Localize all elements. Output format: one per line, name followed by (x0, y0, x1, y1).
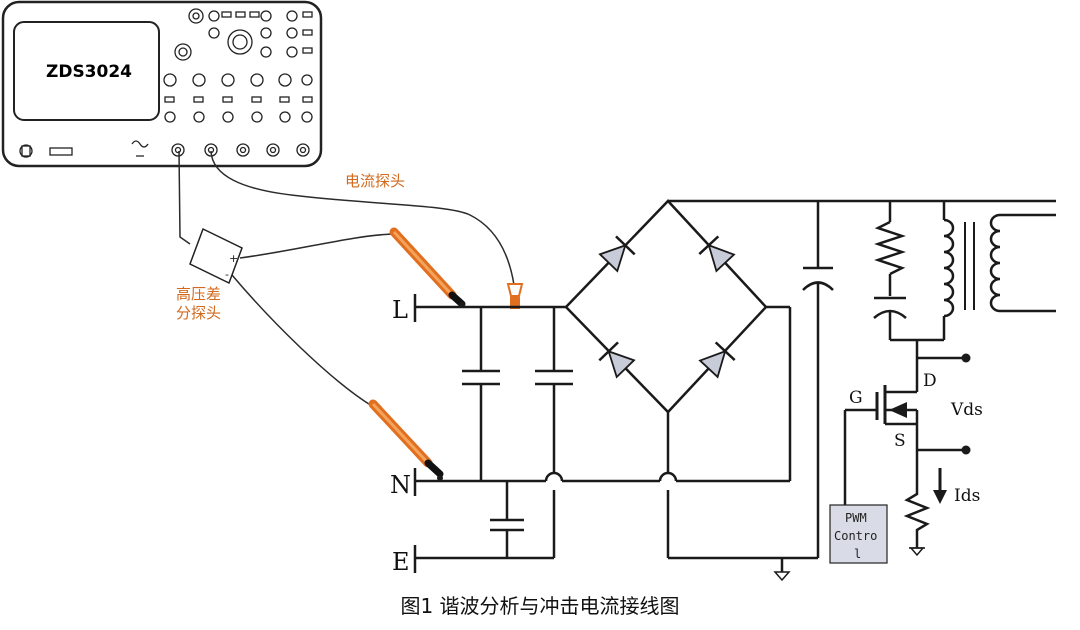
pwm-label-line1: PWM (845, 511, 867, 525)
circuit (413, 199, 1056, 582)
current-probe-label: 电流探头 (345, 172, 405, 190)
oscilloscope-controls (19, 8, 313, 158)
N-node-dot (437, 475, 443, 481)
mosfet-arrow (889, 402, 907, 418)
oscilloscope-screen (13, 21, 160, 121)
probe-pen-N (368, 399, 444, 478)
probe-cables (178, 150, 515, 407)
ids-label: Ids (954, 486, 980, 506)
pwm-label-line3: l (854, 547, 861, 561)
node-N-label: N (390, 471, 411, 499)
node-L-label: L (392, 296, 408, 324)
source-terminal-dot (961, 445, 971, 455)
current-probe-cable (210, 150, 515, 286)
probe-pen-L (389, 227, 466, 308)
source-label: S (894, 431, 906, 451)
svg-text:+: + (229, 252, 238, 265)
diff-probe-label-line2: 分探头 (176, 304, 221, 322)
diff-probe-label-line1: 高压差 (176, 285, 221, 303)
drain-terminal-dot (961, 353, 971, 363)
node-E-label: E (392, 548, 410, 576)
svg-text:-: - (225, 268, 229, 281)
diff-probe-cable (178, 150, 191, 245)
oscilloscope: ZDS3024 (1, 0, 323, 168)
differential-probe-box: + - (189, 227, 243, 285)
diff-probe-lead-plus (239, 233, 393, 259)
diff-probe-lead-minus (231, 274, 373, 407)
vds-label: Vds (950, 400, 983, 420)
ids-arrow (933, 468, 947, 504)
drain-label: D (923, 371, 937, 391)
gate-label: G (849, 388, 863, 408)
pwm-control-box (829, 504, 888, 564)
current-probe-clamp (506, 283, 524, 309)
figure-caption: 图1 谐波分析与冲击电流接线图 (400, 594, 679, 618)
oscilloscope-model-label: ZDS3024 (46, 62, 132, 82)
pwm-label-line2: Contro (834, 529, 877, 543)
L-node-dot (459, 302, 465, 308)
bridge-diodes (598, 235, 736, 379)
